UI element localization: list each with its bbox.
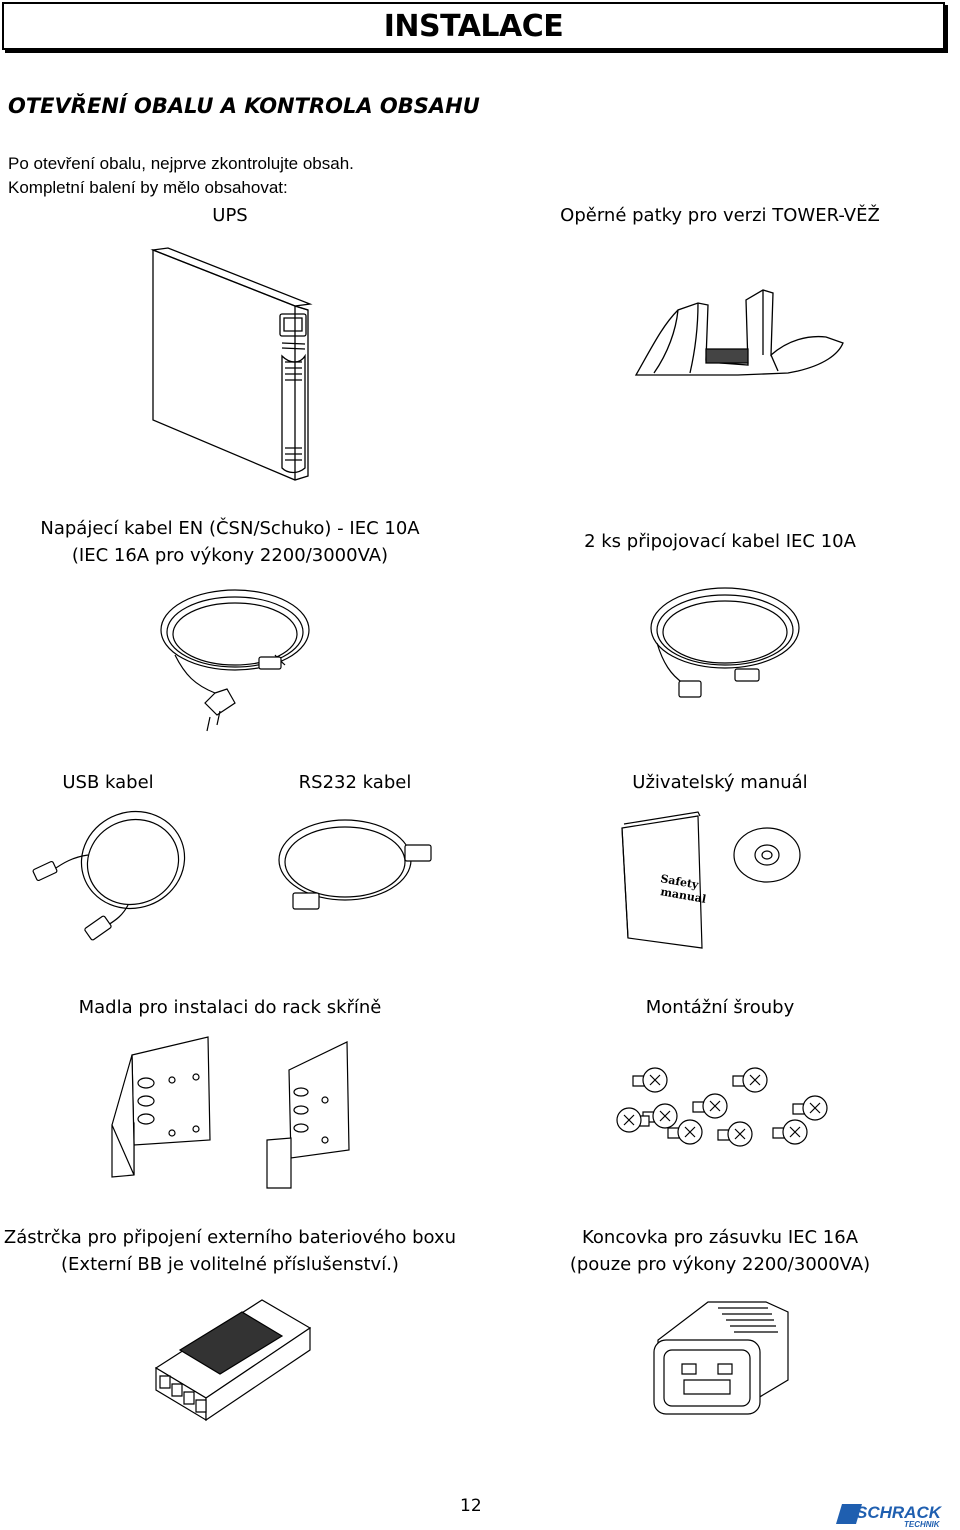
mounting-screws-illustration (615, 1058, 835, 1173)
power-cable-illustration (155, 585, 315, 740)
ups-illustration (140, 248, 320, 488)
caption-bb-plug-2: (Externí BB je volitelné příslušenství.) (61, 1254, 399, 1275)
caption-iec16-plug-1: Koncovka pro zásuvku IEC 16A (581, 1227, 859, 1248)
caption-mounting-screws: Montážní šrouby (645, 997, 795, 1018)
usb-cable-illustration (28, 805, 188, 945)
caption-rack-handles: Madla pro instalaci do rack skříně (78, 997, 382, 1018)
brand-subname: TECHNIK (904, 1520, 941, 1528)
caption-ups: UPS (212, 205, 248, 226)
caption-rs232-cable: RS232 kabel (298, 772, 412, 793)
section-heading: OTEVŘENÍ OBALU A KONTROLA OBSAHU (8, 94, 480, 118)
intro-line-2: Kompletní balení by mělo obsahovat: (8, 178, 288, 197)
caption-usb-cable: USB kabel (62, 772, 154, 793)
rack-handle-right-illustration (265, 1040, 355, 1190)
tower-feet-illustration (628, 285, 858, 385)
caption-tower-feet: Opěrné patky pro verzi TOWER-VĚŽ (560, 205, 880, 226)
page-title: INSTALACE (383, 8, 564, 44)
brand-name: SCHRACK (856, 1503, 943, 1522)
cd-disc-illustration (732, 825, 802, 885)
schrack-technik-logo: SCHRACK TECHNIK (836, 1503, 943, 1528)
iec16-plug-illustration (648, 1300, 798, 1420)
rack-handle-left-illustration (110, 1035, 230, 1180)
caption-iec16-plug-2: (pouze pro výkony 2200/3000VA) (569, 1254, 871, 1275)
battery-box-plug-illustration (150, 1298, 315, 1423)
rs232-cable-illustration (275, 815, 445, 915)
user-manual-illustration: Safety manual (620, 810, 707, 955)
iec-cable-illustration (645, 583, 805, 708)
intro-line-1: Po otevření obalu, nejprve zkontrolujte … (8, 154, 354, 173)
caption-user-manual: Uživatelský manuál (632, 772, 808, 793)
caption-power-cable-1: Napájecí kabel EN (ČSN/Schuko) - IEC 10A (40, 518, 420, 539)
caption-bb-plug-1: Zástrčka pro připojení externího baterio… (3, 1227, 457, 1248)
page-number: 12 (460, 1496, 482, 1516)
caption-iec-cable: 2 ks připojovací kabel IEC 10A (584, 531, 856, 552)
page-title-box: INSTALACE (2, 2, 945, 50)
caption-power-cable-2: (IEC 16A pro výkony 2200/3000VA) (71, 545, 389, 566)
